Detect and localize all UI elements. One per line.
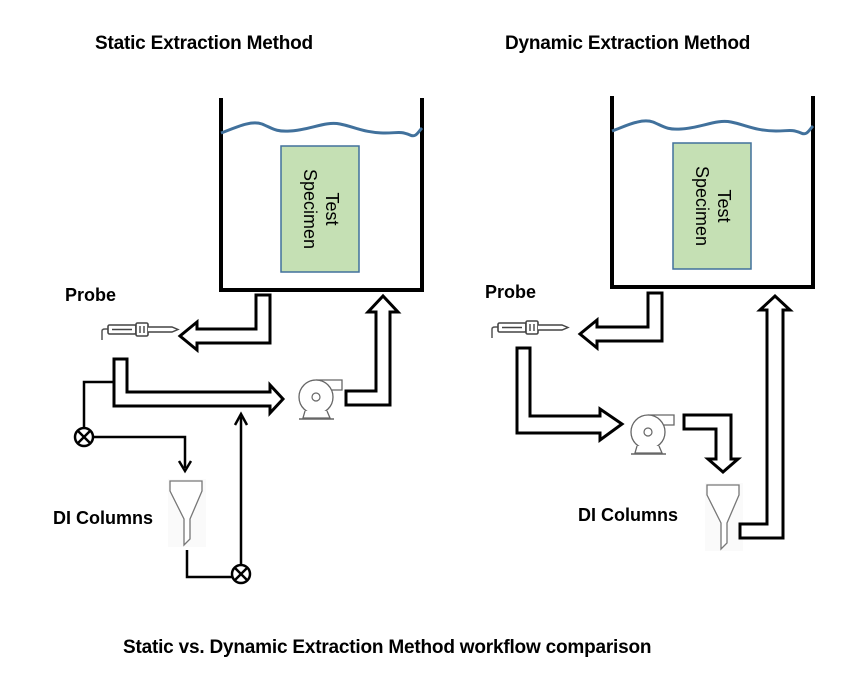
static-method-title: Static Extraction Method: [95, 33, 313, 54]
dynamic-water-surface: [611, 119, 815, 136]
dynamic-pump-icon: [630, 414, 675, 455]
figure-caption: Static vs. Dynamic Extraction Method wor…: [123, 637, 652, 658]
dynamic-arrow-pump-to-column: [682, 413, 743, 474]
static-tank: [219, 98, 424, 292]
static-arrow-pump-to-tank: [344, 293, 402, 407]
static-arrow-tank-to-probe: [177, 293, 272, 354]
static-specimen-label: Test Specimen: [300, 169, 342, 249]
static-arrow-probe-to-pump: [112, 357, 286, 417]
dynamic-probe-icon: [491, 320, 569, 339]
static-valve-icon-1: [73, 426, 95, 448]
dynamic-specimen-text-1: Test: [714, 189, 734, 222]
dynamic-test-specimen: [672, 142, 752, 270]
static-specimen-text-2: Specimen: [300, 169, 320, 249]
static-arrowhead-return: [233, 411, 249, 426]
static-line-column-to-valve: [185, 550, 232, 579]
static-specimen-text-1: Test: [322, 192, 342, 225]
static-probe-icon: [101, 322, 179, 341]
static-valve-icon-2: [230, 563, 252, 585]
dynamic-di-columns-label: DI Columns: [578, 505, 679, 525]
dynamic-arrow-probe-to-pump: [515, 346, 625, 443]
static-water-surface: [220, 121, 424, 138]
static-di-columns-label: DI Columns: [53, 508, 154, 528]
dynamic-di-column-icon: [704, 482, 744, 552]
dynamic-probe-label: Probe: [485, 282, 537, 302]
dynamic-specimen-text-2: Specimen: [692, 166, 712, 246]
static-pump-icon: [298, 379, 343, 420]
dynamic-arrow-column-to-tank: [738, 293, 794, 540]
static-probe-label: Probe: [65, 285, 117, 305]
static-test-specimen: [280, 145, 360, 273]
dynamic-specimen-label: Test Specimen: [692, 166, 734, 246]
static-di-column-icon: [167, 478, 207, 548]
static-arrowhead-column: [177, 460, 193, 474]
dynamic-arrow-tank-to-probe: [577, 291, 664, 352]
static-line-bypass: [82, 380, 114, 428]
dynamic-method-title: Dynamic Extraction Method: [505, 33, 751, 54]
dynamic-tank: [610, 96, 815, 289]
static-line-valve-to-column: [93, 435, 187, 468]
